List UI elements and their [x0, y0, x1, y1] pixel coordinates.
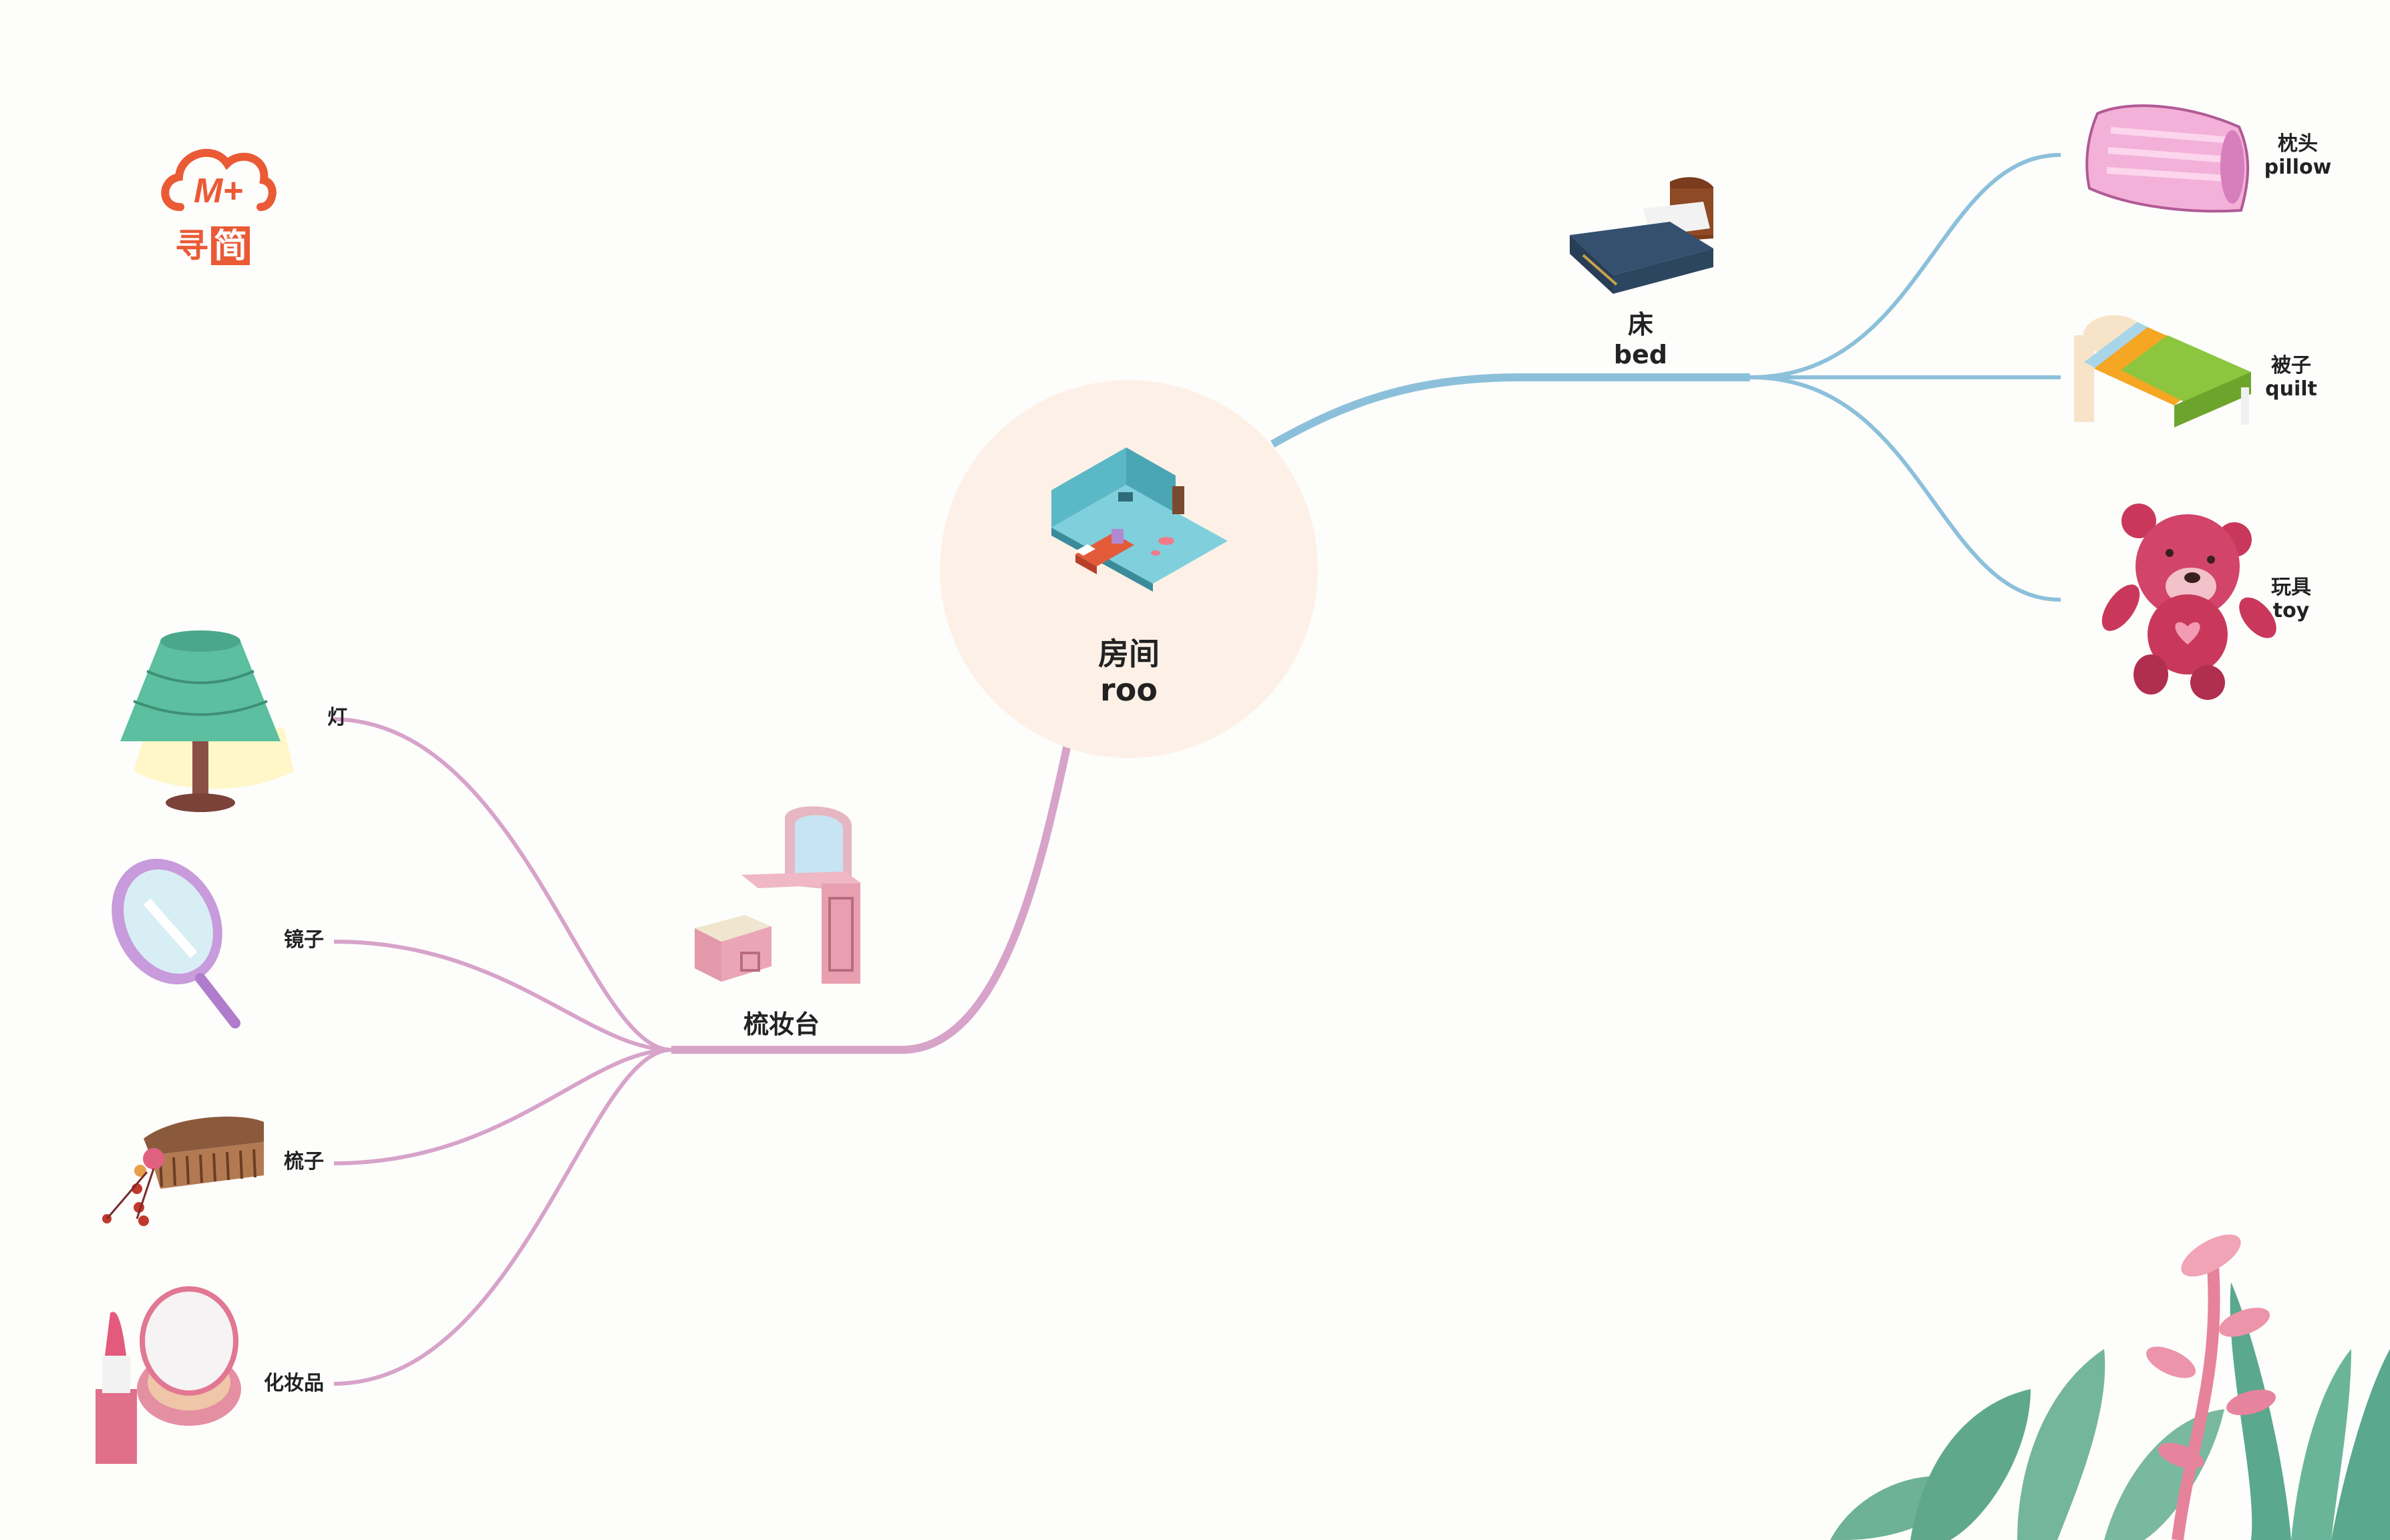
connector-dresser-lamp	[333, 717, 672, 1052]
comb-label[interactable]: 梳子	[254, 1150, 324, 1173]
quilt-label-line1: 被子	[2271, 354, 2311, 377]
lamp-icon	[120, 630, 294, 812]
dresser-connectors	[333, 717, 1071, 1386]
center-label-line1: 房间	[1098, 636, 1160, 672]
plant-decoration-icon	[1830, 1234, 2390, 1540]
bed-label-line1: 床	[1627, 310, 1653, 339]
quilt-bed-icon	[2074, 315, 2251, 427]
toy-label-line1: 玩具	[2271, 576, 2311, 599]
lamp-label-line1: 灯	[327, 706, 347, 729]
connector-bed-toy	[1749, 375, 2061, 602]
connector-dresser-cosmetics	[333, 1048, 672, 1386]
pillow-icon	[2085, 104, 2250, 213]
quilt-label[interactable]: 被子 quilt	[2238, 354, 2345, 401]
mirror-label-line1: 镜子	[284, 928, 324, 952]
cosmetics-icon	[96, 1286, 241, 1464]
dresser-icon	[695, 806, 862, 984]
cosmetics-label-line1: 化妆品	[264, 1372, 324, 1395]
logo-text-left: 寻	[175, 226, 208, 265]
cosmetics-label[interactable]: 化妆品	[234, 1372, 324, 1395]
toy-label[interactable]: 玩具 toy	[2238, 576, 2345, 623]
comb-icon	[102, 1117, 264, 1226]
logo-text-right: 简	[211, 226, 250, 265]
bed-label[interactable]: 床 bed	[1580, 310, 1701, 370]
comb-label-line1: 梳子	[284, 1150, 324, 1173]
mirror-icon	[112, 859, 240, 1028]
connector-bed-pillow	[1749, 153, 2061, 379]
dresser-label[interactable]: 梳妆台	[701, 1010, 862, 1040]
pillow-label[interactable]: 枕头 pillow	[2244, 132, 2351, 180]
connector-center-dresser	[671, 743, 1071, 1054]
pillow-label-line2: pillow	[2264, 156, 2332, 180]
connector-dresser-mirror	[333, 940, 672, 1052]
center-label-line2: roo	[1100, 672, 1158, 709]
toy-label-line2: toy	[2272, 599, 2310, 623]
bed-icon	[1570, 177, 1713, 294]
logo-mark-text: M+	[194, 172, 243, 210]
pillow-label-line1: 枕头	[2278, 132, 2318, 156]
center-label[interactable]: 房间 roo	[1049, 636, 1209, 709]
mirror-label[interactable]: 镜子	[254, 928, 324, 952]
dresser-label-line1: 梳妆台	[743, 1010, 820, 1039]
quilt-label-line2: quilt	[2265, 377, 2317, 401]
connector-center-bed	[1270, 373, 1750, 448]
lamp-label[interactable]: 灯	[281, 706, 347, 729]
teddy-bear-icon	[2101, 504, 2276, 700]
bed-label-line2: bed	[1613, 339, 1668, 369]
logo-cloud-icon: M+	[161, 149, 277, 211]
logo-text: 寻简	[175, 219, 250, 267]
bed-connectors	[1270, 153, 2061, 602]
room-icon	[1051, 447, 1228, 592]
connector-dresser-comb	[333, 1048, 672, 1165]
